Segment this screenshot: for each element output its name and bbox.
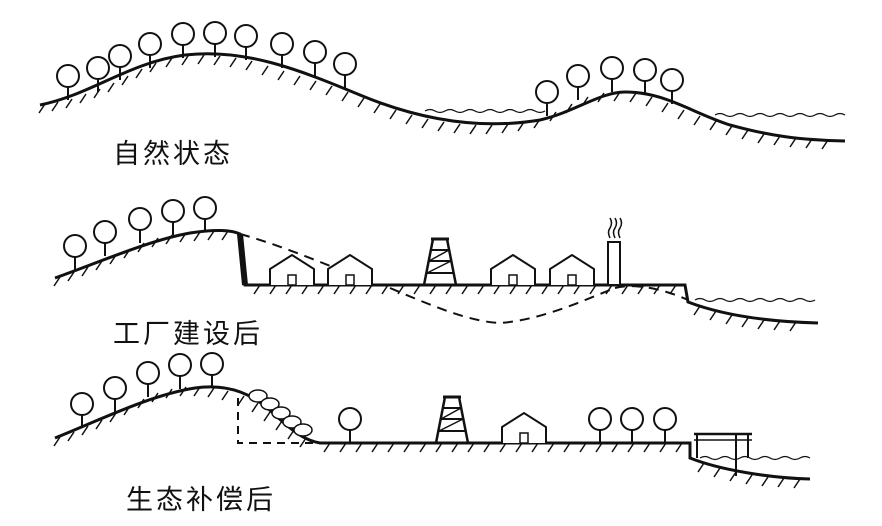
original-terrain-dashed: [237, 398, 318, 444]
waterside-pier: [694, 432, 752, 476]
slope-shrubs: [248, 389, 362, 444]
terrain-hatching: [38, 54, 829, 150]
water-waves: [424, 108, 846, 118]
forest-hill-right: [535, 56, 684, 117]
restored-trees: [588, 407, 677, 444]
houses-left: [269, 254, 373, 286]
house: [501, 412, 547, 444]
houses-right: [490, 254, 595, 286]
cut-wall: [237, 233, 248, 286]
drilling-tower: [422, 237, 458, 287]
terrain-line: [39, 52, 846, 143]
caption-after-factory: 工厂建设后: [113, 319, 263, 350]
panel-after-factory: [53, 196, 819, 332]
terrain-hatching: [53, 386, 801, 489]
terrain-line: [54, 229, 819, 325]
panel-after-compensation: [53, 352, 811, 489]
water-waves: [694, 297, 816, 303]
panel-natural: [38, 21, 846, 150]
drilling-tower: [434, 395, 470, 445]
caption-natural-state: 自然状态: [113, 139, 233, 170]
factory-chimney: [607, 217, 623, 286]
terrain-hatching: [53, 230, 797, 332]
water-waves: [699, 455, 811, 461]
caption-after-compensation: 生态补偿后: [126, 485, 276, 516]
forest-hill: [70, 352, 224, 429]
original-terrain-dashed: [239, 233, 689, 325]
